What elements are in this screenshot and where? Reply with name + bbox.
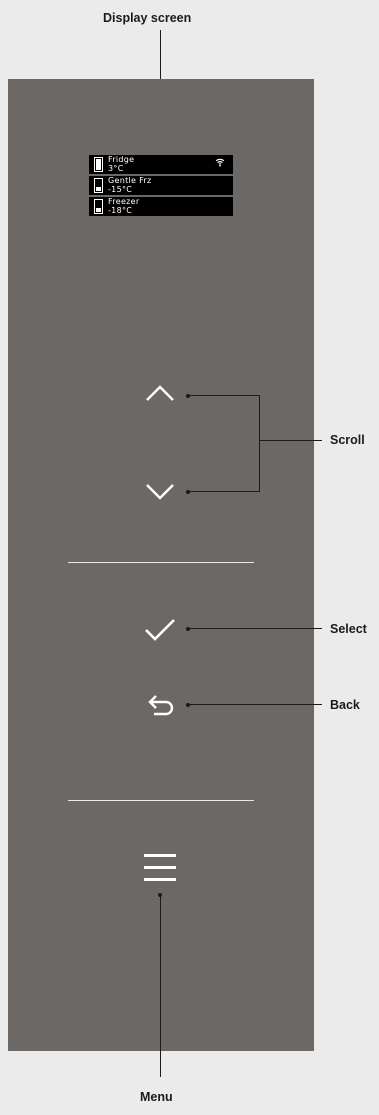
back-leader-dot (186, 703, 190, 707)
zone-level-bar (94, 178, 103, 193)
display-screen-label: Display screen (103, 11, 192, 25)
select-label: Select (330, 622, 367, 636)
back-arrow-icon[interactable] (144, 692, 178, 718)
scroll-bracket (259, 395, 260, 492)
zone-level-bar (94, 157, 103, 172)
scroll-up-leader (188, 395, 260, 396)
menu-label: Menu (140, 1090, 173, 1104)
wifi-icon (215, 158, 225, 167)
zone-level-bar (94, 199, 103, 214)
chevron-up-icon[interactable] (144, 383, 176, 403)
select-leader (188, 628, 322, 629)
divider (68, 562, 254, 563)
hamburger-menu-icon[interactable] (144, 854, 176, 882)
zone-name: Freezer (108, 197, 140, 206)
scroll-up-leader-dot (186, 394, 190, 398)
zone-row-gentle-frz[interactable]: Gentle Frz-15°C (89, 176, 233, 195)
scroll-down-leader (188, 491, 260, 492)
control-panel (8, 79, 314, 1051)
menu-leader (160, 895, 161, 1077)
zone-row-freezer[interactable]: Freezer-18°C (89, 197, 233, 216)
zone-level-fill (96, 187, 101, 191)
checkmark-icon[interactable] (143, 617, 177, 643)
select-leader-dot (186, 627, 190, 631)
scroll-leader (260, 440, 322, 441)
zone-temp: -18°C (108, 206, 133, 215)
divider (68, 800, 254, 801)
zone-temp: -15°C (108, 185, 133, 194)
zone-level-fill (96, 208, 101, 212)
back-label: Back (330, 698, 360, 712)
zone-temp: 3°C (108, 164, 124, 173)
scroll-label: Scroll (330, 433, 365, 447)
zone-level-fill (96, 159, 101, 170)
scroll-down-leader-dot (186, 490, 190, 494)
back-leader (188, 704, 322, 705)
chevron-down-icon[interactable] (144, 482, 176, 502)
zone-name: Gentle Frz (108, 176, 152, 185)
zone-name: Fridge (108, 155, 135, 164)
